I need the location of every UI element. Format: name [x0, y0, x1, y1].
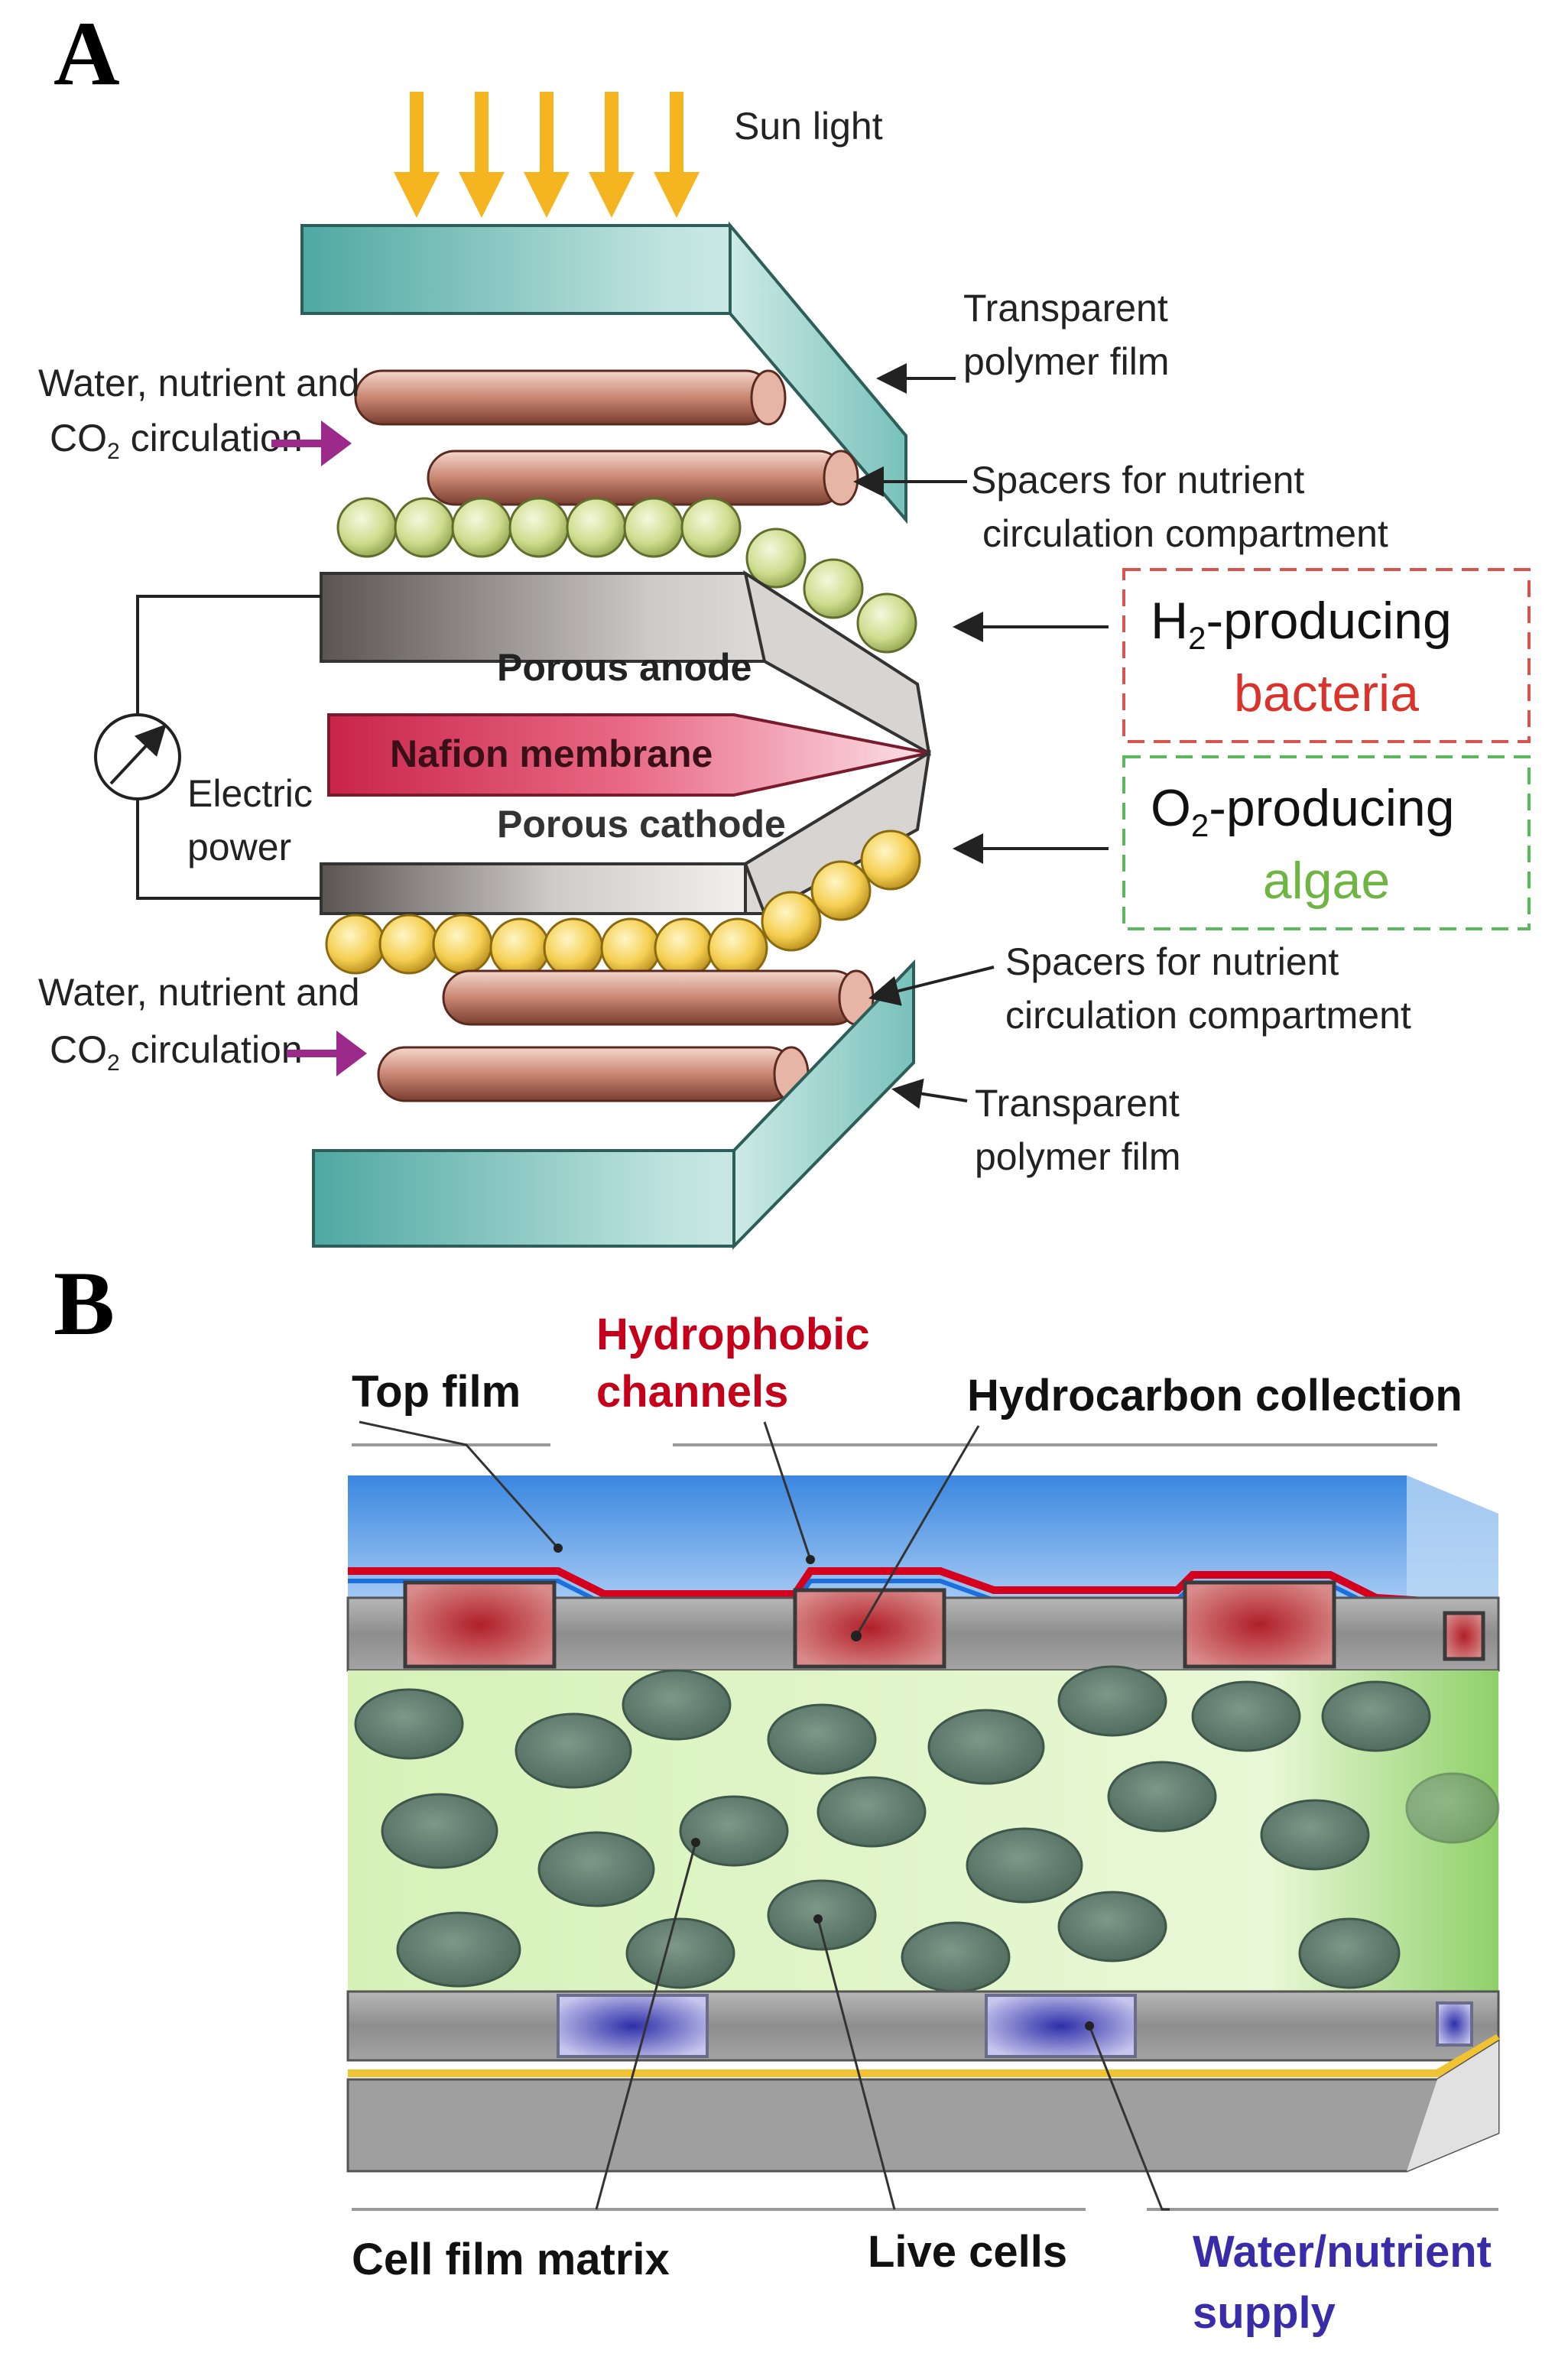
top-tubes [354, 369, 859, 506]
electric-power-label-1: Electric [187, 772, 313, 815]
top-film-label: Top film [352, 1367, 521, 1417]
transparent-film-top-label-1: Transparent [963, 287, 1168, 329]
electric-power-label-2: power [187, 826, 291, 868]
water-supply-label-2: supply [1193, 2288, 1336, 2338]
water-top-label-1: Water, nutrient and [38, 362, 360, 404]
live-cells-label: Live cells [868, 2227, 1067, 2277]
h2-producing-label: H2-producing [1151, 592, 1452, 656]
cell-dot [813, 1914, 823, 1923]
transparent-film-top-label-2: polymer film [963, 340, 1169, 383]
yellow-boundary-line [348, 2034, 1501, 2077]
bacteria-label: bacteria [1234, 664, 1419, 722]
hydrocarbon-dot [851, 1631, 862, 1641]
hydrophobic-dot [806, 1555, 815, 1564]
algae-label: algae [1263, 852, 1390, 910]
hydrophobic-label-2: channels [596, 1367, 788, 1417]
transparent-film-bottom-label-2: polymer film [975, 1135, 1180, 1178]
spacers-top-label-2: circulation compartment [982, 512, 1388, 555]
hydrophobic-line [348, 1567, 1499, 1609]
top-film-dot [554, 1544, 563, 1553]
matrix-dot [691, 1838, 700, 1847]
nafion-membrane [327, 713, 930, 797]
water-top-arrow-icon [271, 420, 352, 466]
water-supply-label-1: Water/nutrient [1193, 2227, 1492, 2277]
bacteria-balls [336, 497, 917, 654]
live-cells [354, 1665, 1500, 1993]
cell-film-matrix-label: Cell film matrix [352, 2235, 670, 2284]
o2-producing-label: O2-producing [1151, 779, 1455, 843]
water-bottom-arrow-icon [287, 1031, 367, 1076]
spacers-bottom-label-2: circulation compartment [1005, 994, 1411, 1037]
algae-balls [325, 829, 921, 979]
transparent-film-bottom-label-1: Transparent [975, 1082, 1180, 1125]
electric-circuit [94, 595, 321, 900]
panel-b-letter: B [54, 1252, 115, 1354]
porous-anode-label: Porous anode [497, 646, 752, 689]
water-bottom-label-1: Water, nutrient and [38, 971, 360, 1014]
water-bottom-label-2: CO2 circulation [50, 1028, 303, 1076]
sun-light-label: Sun light [734, 105, 883, 148]
porous-cathode-plate [320, 750, 931, 916]
lower-channel-band [346, 1990, 1500, 2062]
water-top-label-2: CO2 circulation [50, 417, 303, 464]
spacers-bottom-pointer [868, 966, 995, 1006]
porous-cathode-label: Porous cathode [497, 803, 786, 846]
spacers-bottom-label-1: Spacers for nutrient [1005, 940, 1339, 983]
panel-a-letter: A [54, 2, 120, 104]
panel-b-pointers [359, 1420, 1170, 2211]
water-nutrient-channels [557, 1994, 1473, 2058]
sun-arrows-icon [394, 92, 700, 218]
top-polymer-film [300, 221, 907, 524]
water-dot [1085, 2021, 1094, 2031]
bottom-tubes [377, 969, 875, 1102]
hydrophobic-channels [403, 1580, 1485, 1669]
hydrocarbon-label: Hydrocarbon collection [967, 1371, 1462, 1420]
bottom-substrate-side [1407, 2041, 1498, 2171]
nafion-membrane-label: Nafion membrane [390, 732, 713, 775]
bottom-polymer-film [312, 959, 915, 1250]
spacers-top-label-1: Spacers for nutrient [971, 459, 1304, 502]
h2-bacteria-box [1122, 568, 1531, 743]
o2-algae-box [1122, 755, 1531, 930]
hydrophobic-label-1: Hydrophobic [596, 1310, 870, 1359]
transparent-film-bottom-pointer [891, 1078, 968, 1109]
